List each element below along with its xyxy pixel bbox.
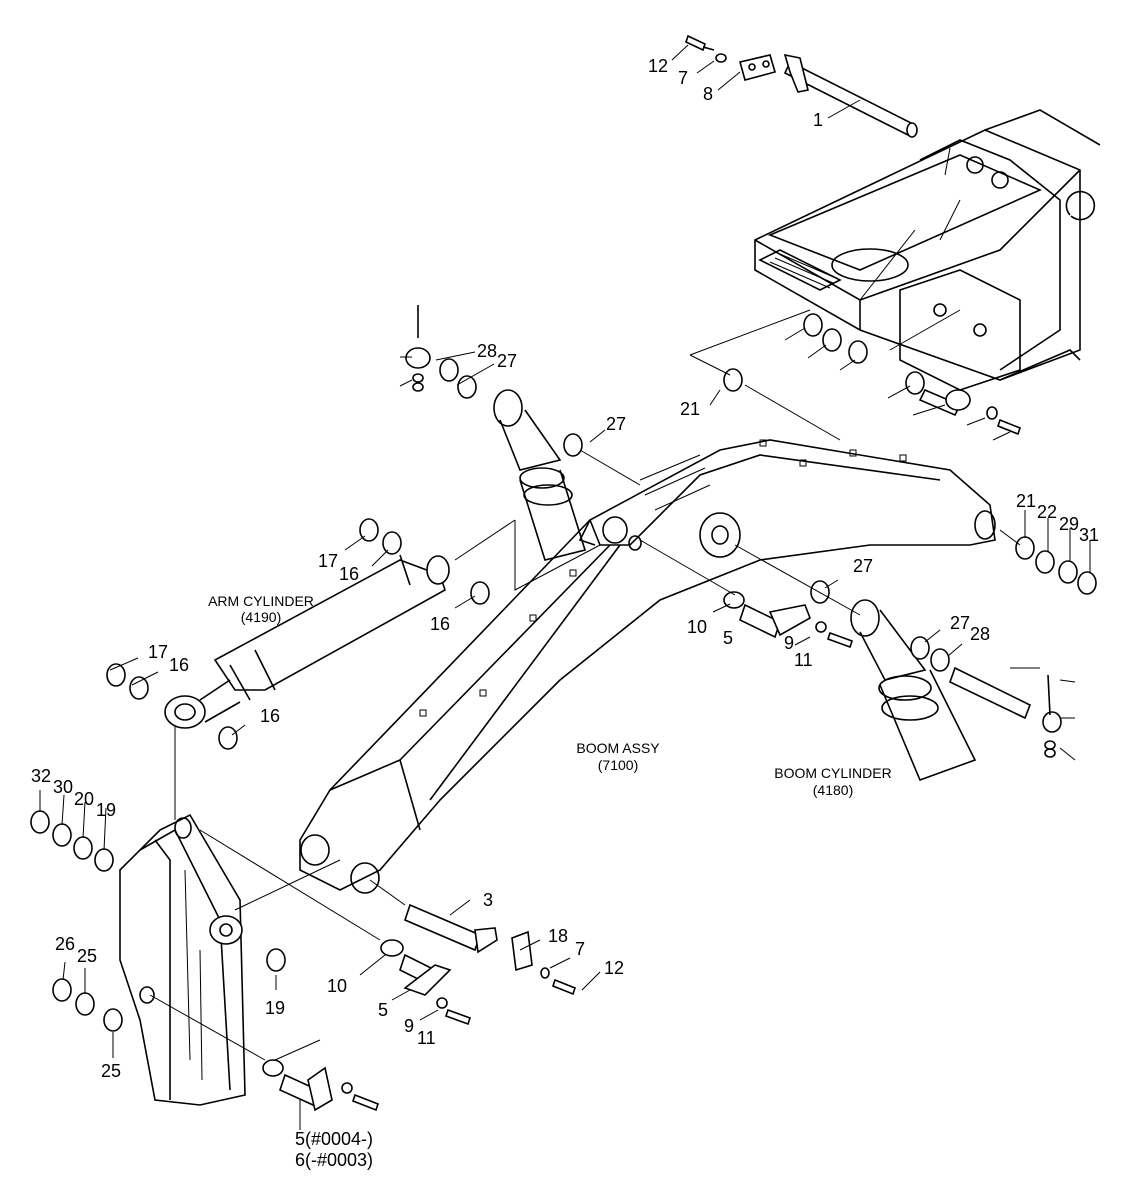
upper-frame: [754, 109, 1101, 391]
part-label: 10: [327, 976, 347, 996]
boom-cylinder-code: (4180): [813, 782, 853, 798]
part-label: 25: [77, 946, 97, 966]
part-label: 17: [318, 551, 338, 571]
part-label: 27: [606, 414, 626, 434]
leader-lines: [149, 147, 1021, 1061]
part-label: 30: [53, 777, 73, 797]
boom-cylinder-name: BOOM CYLINDER: [774, 765, 891, 781]
pin-3: [404, 903, 576, 996]
part-label: 18: [548, 926, 568, 946]
part-label: 32: [31, 766, 51, 786]
part-label: 10: [687, 617, 707, 637]
part-label: 5: [378, 1000, 388, 1020]
part-label: 27: [853, 556, 873, 576]
part-label: 20: [74, 789, 94, 809]
boom-cylinder-upper: [493, 389, 587, 561]
pin-boom-cylinder: [949, 666, 1062, 758]
part-label: 31: [1079, 525, 1099, 545]
part-label: 12: [604, 958, 624, 978]
part-label: 21: [680, 399, 700, 419]
part-label: 19: [96, 800, 116, 820]
part-label: 16: [260, 706, 280, 726]
pin-5-boom: [723, 591, 854, 649]
part-label: 16: [430, 614, 450, 634]
boom-assy-code: (7100): [598, 757, 638, 773]
pin-1: [685, 34, 918, 138]
pin-5-arm: [262, 1059, 379, 1112]
part-label: 11: [417, 1028, 436, 1048]
part-label: 16: [169, 655, 189, 675]
pin-5-lower: [380, 939, 472, 1026]
part-label: 22: [1037, 502, 1057, 522]
part-label: 19: [265, 998, 285, 1018]
arm-cylinder: [164, 554, 450, 729]
arm-cylinder-name: ARM CYLINDER: [208, 593, 314, 609]
boom-assy-name: BOOM ASSY: [576, 740, 660, 756]
part-label: 5(#0004-): [295, 1129, 373, 1149]
part-label: 27: [497, 351, 517, 371]
arm: [119, 813, 246, 1106]
part-label: 28: [477, 341, 497, 361]
part-label: 8: [703, 84, 713, 104]
part-label: 27: [950, 613, 970, 633]
washers: [30, 313, 1097, 1032]
part-label: 11: [794, 650, 813, 670]
part-label: 29: [1059, 514, 1079, 534]
boom-cylinder-top-hardware: [405, 305, 431, 392]
part-label: 16: [339, 564, 359, 584]
part-label: 3: [483, 890, 493, 910]
part-label: 25: [101, 1061, 121, 1081]
part-label: 26: [55, 934, 75, 954]
part-label: 7: [575, 939, 585, 959]
part-label: 9: [784, 633, 794, 653]
part-label: 28: [970, 624, 990, 644]
part-label: 21: [1016, 491, 1036, 511]
label-leaders: [39, 44, 1091, 1130]
part-label: 12: [648, 56, 668, 76]
part-label: 9: [404, 1016, 414, 1036]
boom-assy: [299, 439, 996, 894]
part-label: 1: [813, 110, 823, 130]
part-label: 5: [723, 628, 733, 648]
boom-cylinder-lower: [850, 599, 977, 782]
arm-cylinder-code: (4190): [241, 609, 281, 625]
part-label: 17: [148, 642, 168, 662]
part-label: 7: [678, 68, 688, 88]
part-label: 6(-#0003): [295, 1150, 373, 1170]
part-number-labels: 12 7 8 1 28 27 21 27 17 16 16 17 16 16 2…: [31, 56, 1099, 1170]
